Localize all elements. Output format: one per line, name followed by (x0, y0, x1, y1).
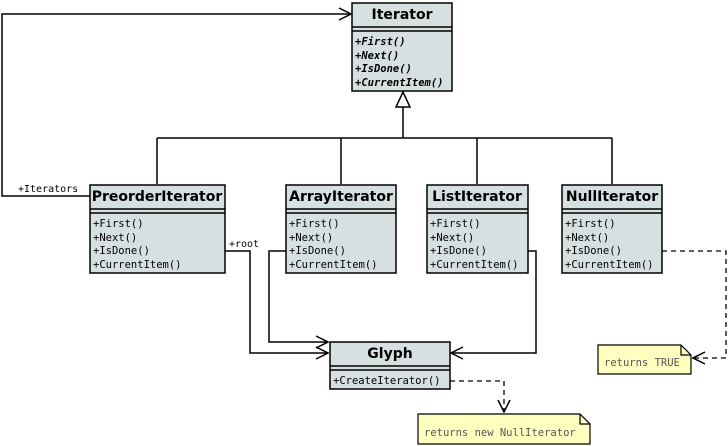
operation-currentitem: +CurrentItem() (289, 259, 378, 271)
class-name: PreorderIterator (92, 189, 223, 205)
array-glyph-association (268, 250, 328, 342)
operation-currentitem: +CurrentItem() (430, 259, 519, 271)
iterators-role-label: +Iterators (18, 184, 78, 195)
operation-currentitem: +CurrentItem() (93, 259, 182, 271)
iterators-association (1, 14, 351, 197)
list-glyph-association (451, 250, 537, 353)
operation-first: +First() (355, 36, 406, 48)
operation-next: +Next() (565, 232, 609, 244)
operation-currentitem: +CurrentItem() (565, 259, 654, 271)
operation-first: +First() (565, 218, 616, 230)
operation-isdone: +IsDone() (355, 63, 412, 75)
operation-next: +Next() (93, 232, 137, 244)
class-null-iterator[interactable]: NullIterator +First() +Next() +IsDone() … (561, 184, 663, 274)
note-text: returns new NullIterator (424, 427, 576, 439)
note-returns-new-null-iterator: returns new NullIterator (417, 413, 591, 445)
class-glyph[interactable]: Glyph +CreateIterator() (329, 341, 451, 390)
note-returns-true: returns TRUE (597, 344, 692, 375)
class-preorder-iterator[interactable]: PreorderIterator +First() +Next() +IsDon… (89, 184, 226, 274)
operation-isdone: +IsDone() (289, 245, 346, 257)
operation-createiterator: +CreateIterator() (333, 375, 440, 387)
null-note-link (662, 250, 727, 358)
class-name: NullIterator (566, 189, 658, 205)
class-name: Iterator (372, 7, 433, 23)
operation-isdone: +IsDone() (430, 245, 487, 257)
operation-isdone: +IsDone() (565, 245, 622, 257)
root-role-label: +root (229, 239, 259, 250)
class-iterator[interactable]: Iterator +First() +Next() +IsDone() +Cur… (351, 2, 453, 92)
root-association (225, 250, 328, 353)
operation-next: +Next() (430, 232, 474, 244)
note-text: returns TRUE (604, 357, 680, 369)
operation-first: +First() (289, 218, 340, 230)
generalization-triangle-icon (394, 90, 412, 108)
operation-currentitem: +CurrentItem() (355, 77, 444, 89)
class-name: ListIterator (432, 189, 522, 205)
operation-isdone: +IsDone() (93, 245, 150, 257)
class-list-iterator[interactable]: ListIterator +First() +Next() +IsDone() … (426, 184, 529, 274)
class-name: ArrayIterator (289, 189, 393, 205)
operation-first: +First() (430, 218, 481, 230)
operation-first: +First() (93, 218, 144, 230)
operation-next: +Next() (355, 50, 399, 62)
class-array-iterator[interactable]: ArrayIterator +First() +Next() +IsDone()… (285, 184, 397, 274)
operation-next: +Next() (289, 232, 333, 244)
glyph-note-link (450, 380, 504, 412)
class-name: Glyph (367, 346, 412, 362)
